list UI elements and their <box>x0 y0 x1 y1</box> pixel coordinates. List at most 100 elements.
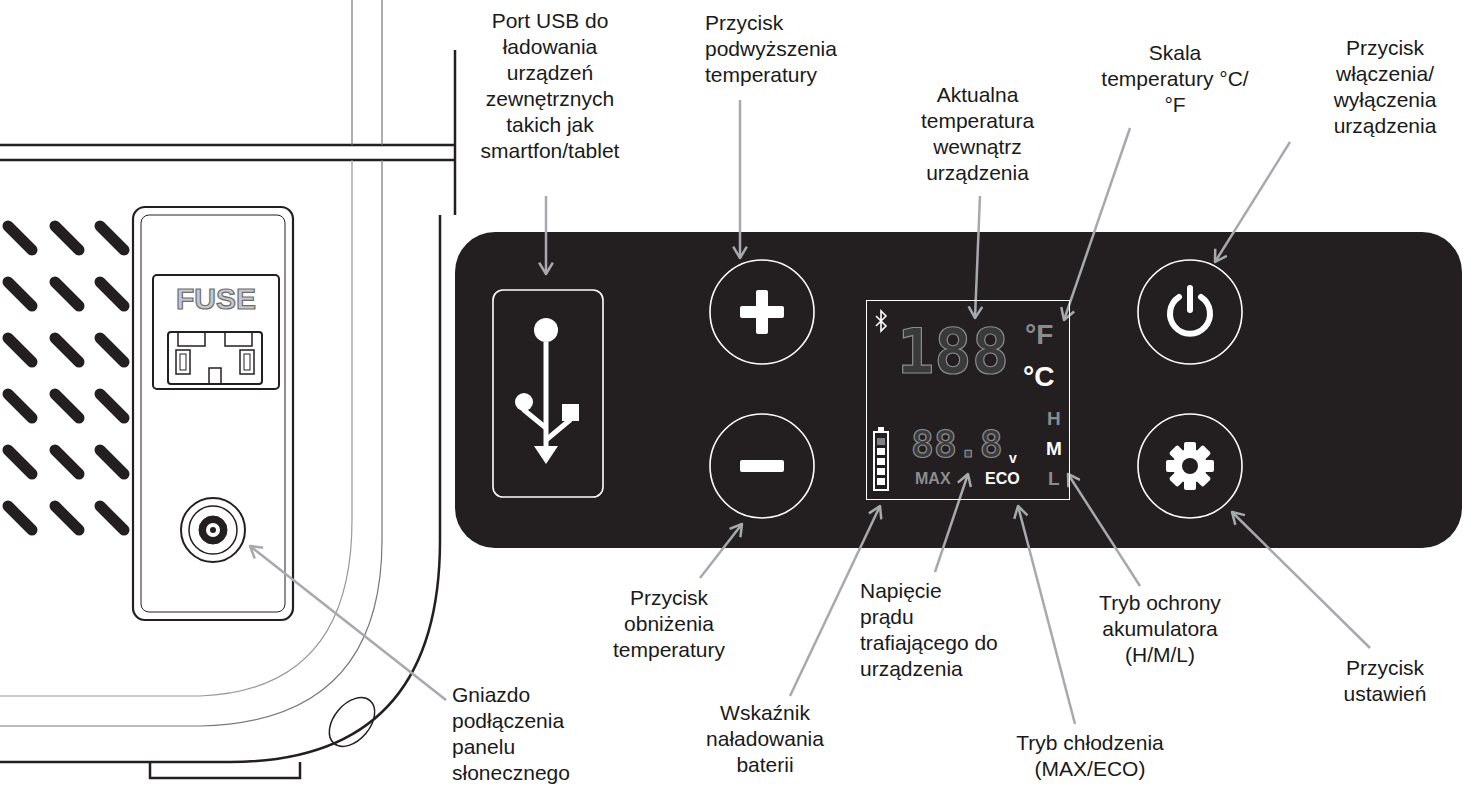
vent-slots-part <box>55 226 79 250</box>
side-panel-part <box>180 354 186 370</box>
leader-lines-part <box>1064 128 1130 320</box>
vent-slots-part <box>8 226 32 250</box>
gear-icon <box>1166 442 1214 490</box>
device-housing-part <box>0 160 382 726</box>
solar-socket-part <box>181 498 245 562</box>
lcd-icons <box>874 311 888 490</box>
device-housing <box>0 0 455 778</box>
device-housing-part <box>150 762 300 778</box>
lcd-icons-part <box>877 468 885 475</box>
callout-label: Przycisk ustawień <box>1318 655 1452 707</box>
device-housing-part <box>0 160 352 696</box>
display-text: L <box>1048 469 1060 488</box>
vent-slots-part <box>100 450 124 474</box>
lcd-icons-part <box>877 448 885 455</box>
callout-label: Tryb ochrony akumulatora (H/M/L) <box>1090 590 1230 668</box>
side-panel-part <box>178 332 252 346</box>
vent-slots-part <box>100 226 124 250</box>
device-housing-part <box>454 50 457 215</box>
leader-lines-part <box>250 546 446 700</box>
vent-slots-part <box>55 282 79 306</box>
leader-lines-part <box>1068 474 1140 586</box>
solar-socket-part <box>189 506 237 554</box>
usb-icon-part <box>515 393 533 411</box>
control-panel-part <box>710 414 814 518</box>
plus-icon-part <box>756 290 768 334</box>
vent-slots-part <box>55 506 79 530</box>
display-text: 188 <box>897 321 1009 383</box>
usb-icon-part <box>534 446 558 464</box>
lcd-icons-part <box>877 458 885 465</box>
gear-icon-part <box>1182 458 1198 474</box>
control-panel-part <box>1138 414 1242 518</box>
callout-label: Przycisk obniżenia temperatury <box>598 585 740 663</box>
side-panel <box>133 207 293 620</box>
leader-lines-part <box>1215 142 1290 262</box>
vent-slots-part <box>8 506 32 530</box>
usb-icon-part <box>562 404 579 421</box>
control-panel-part <box>493 290 603 497</box>
callout-label: Gniazdo podłączenia panelu słonecznego <box>452 682 587 786</box>
vent-slots-part <box>8 394 32 418</box>
control-panel-part <box>1138 260 1242 364</box>
side-panel-part <box>244 354 250 370</box>
vent-slots-part <box>8 450 32 474</box>
display-text: H <box>1047 409 1061 428</box>
leader-lines-part <box>935 474 968 572</box>
minus-icon <box>740 460 784 472</box>
display-text: °C <box>1023 363 1054 391</box>
callout-label: Wskaźnik naładowania baterii <box>690 700 840 778</box>
callout-label: Przycisk włączenia/ wyłączenia urządzeni… <box>1310 35 1460 139</box>
side-panel-part <box>133 207 293 620</box>
callout-label: Aktualna temperatura wewnątrz urządzenia <box>895 82 1060 186</box>
side-panel-part <box>168 332 262 384</box>
leader-lines-part <box>1018 506 1075 724</box>
display-text: MAX <box>915 471 951 487</box>
lcd-display: 188 °F °C HML 88.8 vMAX ECO <box>866 300 1070 500</box>
side-panel-part <box>176 350 190 374</box>
device-housing-part <box>352 0 382 145</box>
lcd-icons-part <box>874 432 888 490</box>
minus-icon-part <box>740 460 784 472</box>
device-housing-part <box>0 215 440 762</box>
device-housing-part <box>320 689 384 755</box>
plus-icon <box>740 290 784 334</box>
usb-icon-part <box>534 318 558 342</box>
fuse-holder: FUSE <box>152 274 280 390</box>
display-text: °F <box>1025 321 1053 349</box>
side-panel-part <box>209 368 221 384</box>
leader-lines <box>250 100 1370 724</box>
leader-lines-part <box>739 100 742 258</box>
vent-slots-part <box>100 282 124 306</box>
display-text: M <box>1046 439 1062 458</box>
callout-label: Przycisk podwyższenia temperatury <box>705 10 880 88</box>
lcd-icons-part <box>878 427 884 432</box>
vent-slots-part <box>55 338 79 362</box>
vent-slots-part <box>100 394 124 418</box>
control-panel-part <box>710 260 814 364</box>
vent-slots-part <box>55 450 79 474</box>
callout-label: Tryb chłodzenia (MAX/ECO) <box>990 730 1190 782</box>
callout-label: Napięcie prądu trafiającego do urządzeni… <box>860 578 998 682</box>
gear-icon-part <box>1169 445 1211 487</box>
vent-slots <box>8 226 124 530</box>
lcd-icons-part <box>877 438 885 445</box>
side-panel-part <box>240 350 254 374</box>
device-housing-part <box>0 145 455 160</box>
lcd-icons-part <box>877 478 885 485</box>
solar-socket-part <box>206 523 220 537</box>
callout-label: Skala temperatury °C/°F <box>1100 40 1250 118</box>
lcd-icons-part <box>876 311 886 331</box>
vent-slots-part <box>55 394 79 418</box>
vent-slots-part <box>100 506 124 530</box>
display-text: v <box>1009 451 1017 465</box>
usb-icon-part <box>544 342 549 448</box>
solar-socket-part <box>199 516 227 544</box>
power-icon-part <box>1187 288 1193 310</box>
side-panel-part <box>141 215 285 612</box>
display-text: ECO <box>985 471 1020 487</box>
display-text: 88.8 <box>911 425 1003 463</box>
power-icon <box>1170 288 1210 334</box>
leader-lines-part <box>545 196 548 274</box>
